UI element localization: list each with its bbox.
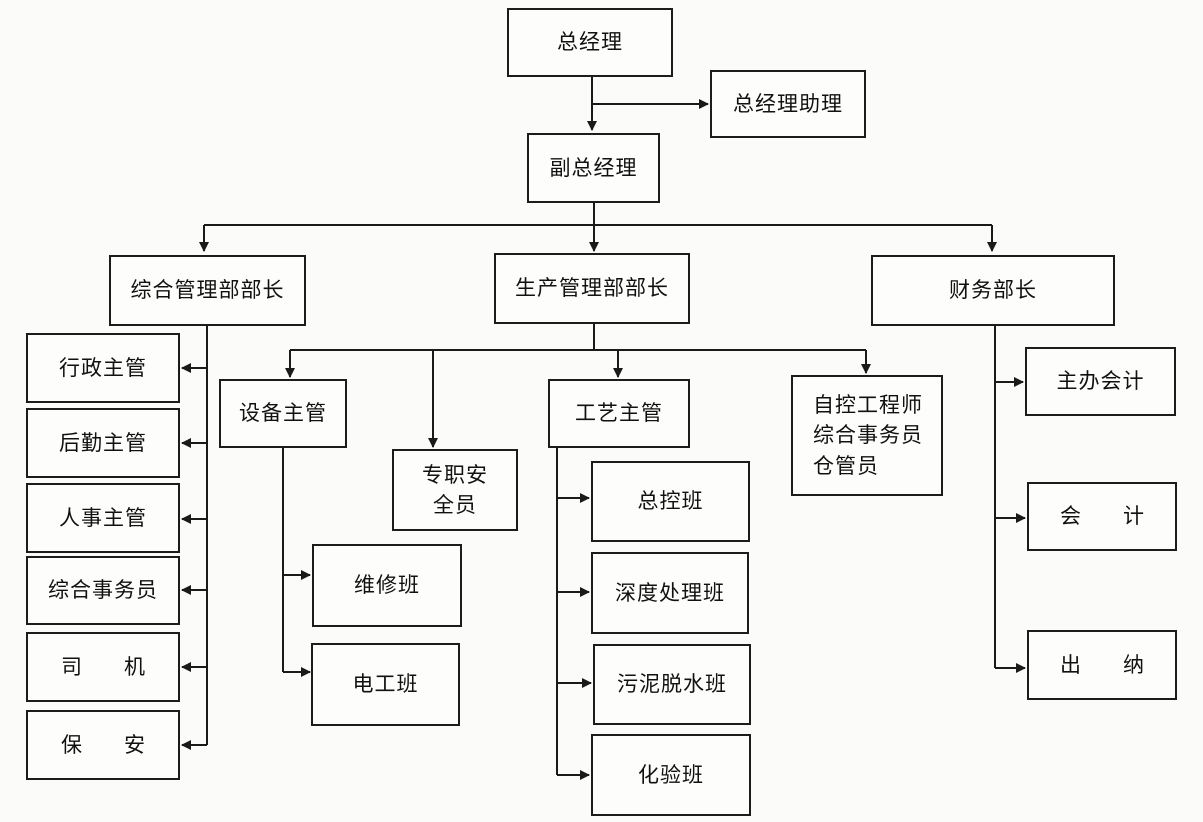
node-automation-staff: 自控工程师 综合事务员 仓管员 [791,375,943,496]
node-deputy-gm: 副总经理 [527,133,660,203]
node-safety-officer: 专职安 全员 [392,449,518,531]
node-admin-head: 综合管理部部长 [109,255,306,326]
node-admin-clerk: 综合事务员 [26,556,180,625]
node-logistics-supervisor: 后勤主管 [26,408,180,478]
node-chief-accountant: 主办会计 [1025,347,1176,416]
node-process-supervisor: 工艺主管 [548,379,690,448]
node-sludge-dewatering-team: 污泥脱水班 [593,644,751,725]
node-hr-supervisor: 人事主管 [26,483,180,553]
node-maintenance-team: 维修班 [312,544,462,627]
node-advanced-treatment-team: 深度处理班 [591,552,749,634]
node-driver: 司 机 [26,632,180,702]
node-gm-assistant: 总经理助理 [710,70,866,138]
node-production-head: 生产管理部部长 [494,253,690,324]
node-lab-team: 化验班 [591,734,751,816]
node-electrical-team: 电工班 [311,643,460,726]
node-finance-head: 财务部长 [871,255,1115,326]
node-cashier: 出 纳 [1027,630,1177,700]
node-equipment-supervisor: 设备主管 [219,379,347,448]
node-accountant: 会 计 [1027,482,1177,551]
node-control-team: 总控班 [591,461,750,542]
node-security: 保 安 [26,710,180,780]
node-general-manager: 总经理 [507,8,673,77]
node-admin-supervisor: 行政主管 [26,333,180,403]
